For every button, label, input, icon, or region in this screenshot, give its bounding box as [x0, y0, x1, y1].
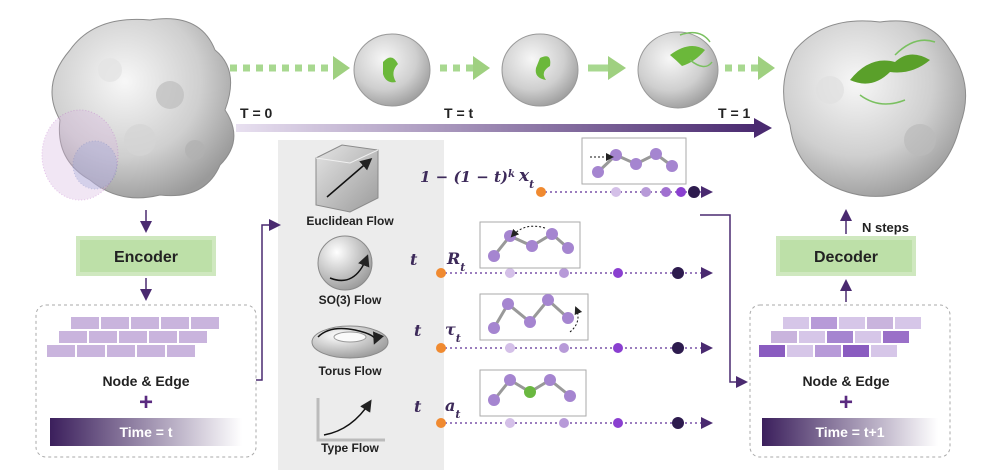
flow-schedule-1: 1 − (1 − t)k: [420, 168, 515, 186]
flow-variable-4: at: [445, 396, 460, 421]
flow-name-4: Type Flow: [321, 441, 379, 455]
right-features-label: Node & Edge: [802, 373, 889, 389]
timeline: T = 0 T = t T = 1: [236, 105, 772, 138]
right-time-label: Time = t+1: [815, 424, 884, 440]
protein-snapshot-1: [353, 33, 431, 107]
molecule-inset-2: [479, 221, 581, 269]
timeline-start-label: T = 0: [240, 105, 273, 121]
left-feature-grid: [45, 315, 221, 359]
flow-variable-3: τt: [445, 320, 461, 345]
output-protein-image: [783, 20, 967, 197]
right-feature-grid: [757, 315, 923, 359]
flow-track-1: [536, 186, 713, 198]
flow-name-1: Euclidean Flow: [306, 214, 394, 228]
flow-name-3: Torus Flow: [318, 364, 382, 378]
molecule-inset-1: [581, 137, 687, 185]
top-trajectory: [230, 31, 775, 109]
encoder-label: Encoder: [114, 249, 178, 266]
molecule-inset-4: [479, 369, 587, 417]
flow-variable-2: Rt: [446, 249, 465, 274]
protein-snapshot-3: [637, 31, 719, 109]
molecule-inset-3: [479, 293, 589, 341]
left-features-label: Node & Edge: [102, 373, 189, 389]
type-axes-icon: [316, 398, 385, 442]
left-feature-panel: Node & Edge + Time = t: [35, 304, 257, 458]
left-plus: +: [139, 389, 153, 416]
right-feature-panel: Node & Edge + Time = t+1: [749, 304, 951, 458]
flow-variable-1: xt: [518, 166, 534, 191]
decoder-label: Decoder: [814, 249, 878, 266]
left-time-label: Time = t: [119, 424, 172, 440]
torus-icon: [311, 325, 389, 359]
left-time-bar: [50, 418, 242, 446]
flow-track-4: [436, 417, 713, 429]
flow-name-2: SO(3) Flow: [319, 293, 382, 307]
timeline-end-label: T = 1: [718, 105, 751, 121]
timeline-mid-label: T = t: [444, 105, 474, 121]
decoder-steps-label: N steps: [862, 220, 909, 235]
decoder-block: Decoder: [776, 236, 916, 276]
flow-schedule-2: t: [410, 250, 418, 269]
so3-sphere-icon: [317, 235, 373, 291]
flow-track-2: [436, 267, 713, 279]
flow-schedule-4: t: [414, 397, 422, 416]
input-protein-image: [41, 18, 235, 201]
right-plus: +: [839, 389, 853, 416]
flow-schedule-3: t: [414, 321, 422, 340]
right-time-bar: [762, 418, 938, 446]
encoder-block: Encoder: [76, 236, 216, 276]
protein-snapshot-2: [501, 33, 579, 107]
flow-track-3: [436, 342, 713, 354]
euclidean-cube-icon: [315, 144, 379, 213]
